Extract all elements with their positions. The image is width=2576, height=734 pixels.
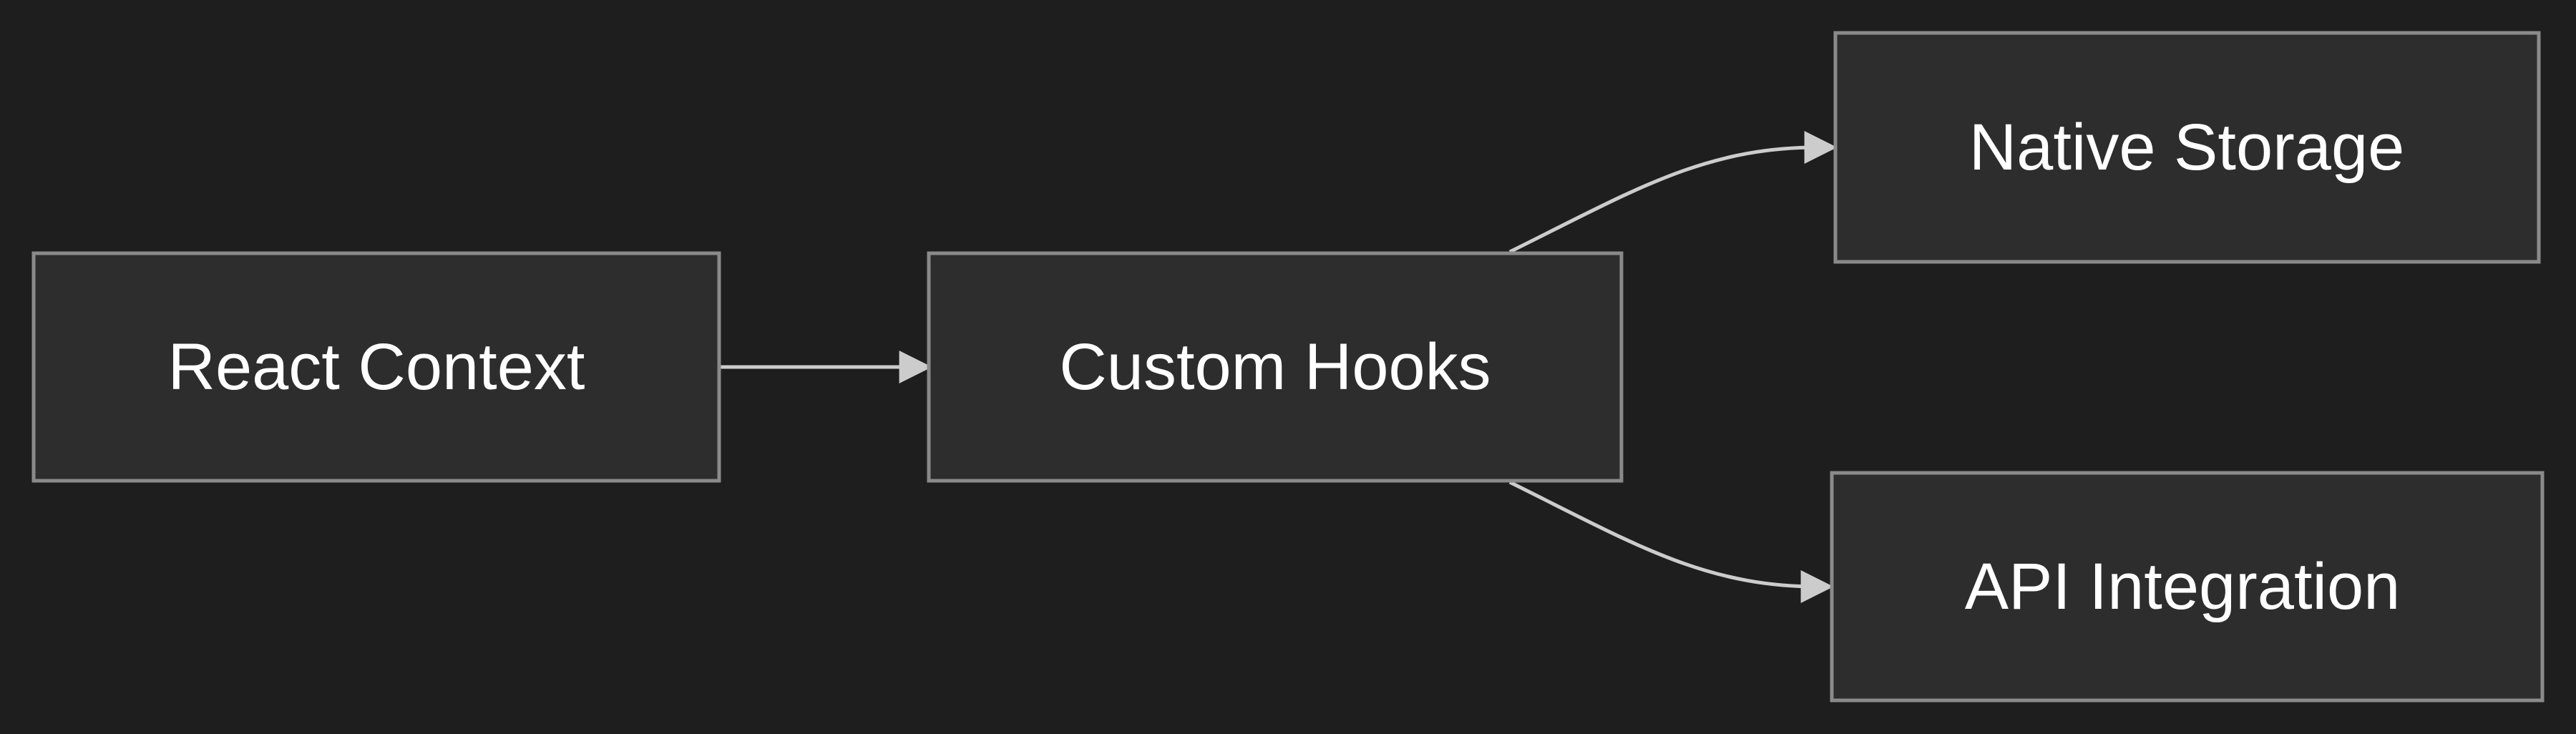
node-api-integration[interactable]: API Integration — [1830, 471, 2545, 703]
edge-custom-hooks-to-native-storage — [1508, 131, 1838, 254]
node-api-integration-box — [1830, 471, 2545, 703]
node-native-storage-label: Native Storage — [1969, 111, 2405, 184]
node-custom-hooks[interactable]: Custom Hooks — [927, 251, 1624, 483]
node-react-context[interactable]: React Context — [31, 251, 721, 483]
node-react-context-box — [31, 251, 721, 483]
node-api-integration-label: API Integration — [1965, 550, 2401, 623]
node-native-storage-box — [1833, 31, 2541, 264]
node-custom-hooks-box — [927, 251, 1624, 483]
node-native-storage[interactable]: Native Storage — [1833, 31, 2541, 264]
node-react-context-label: React Context — [168, 331, 585, 403]
node-custom-hooks-label: Custom Hooks — [1059, 331, 1491, 403]
edge-custom-hooks-to-api-integration — [1508, 480, 1834, 603]
